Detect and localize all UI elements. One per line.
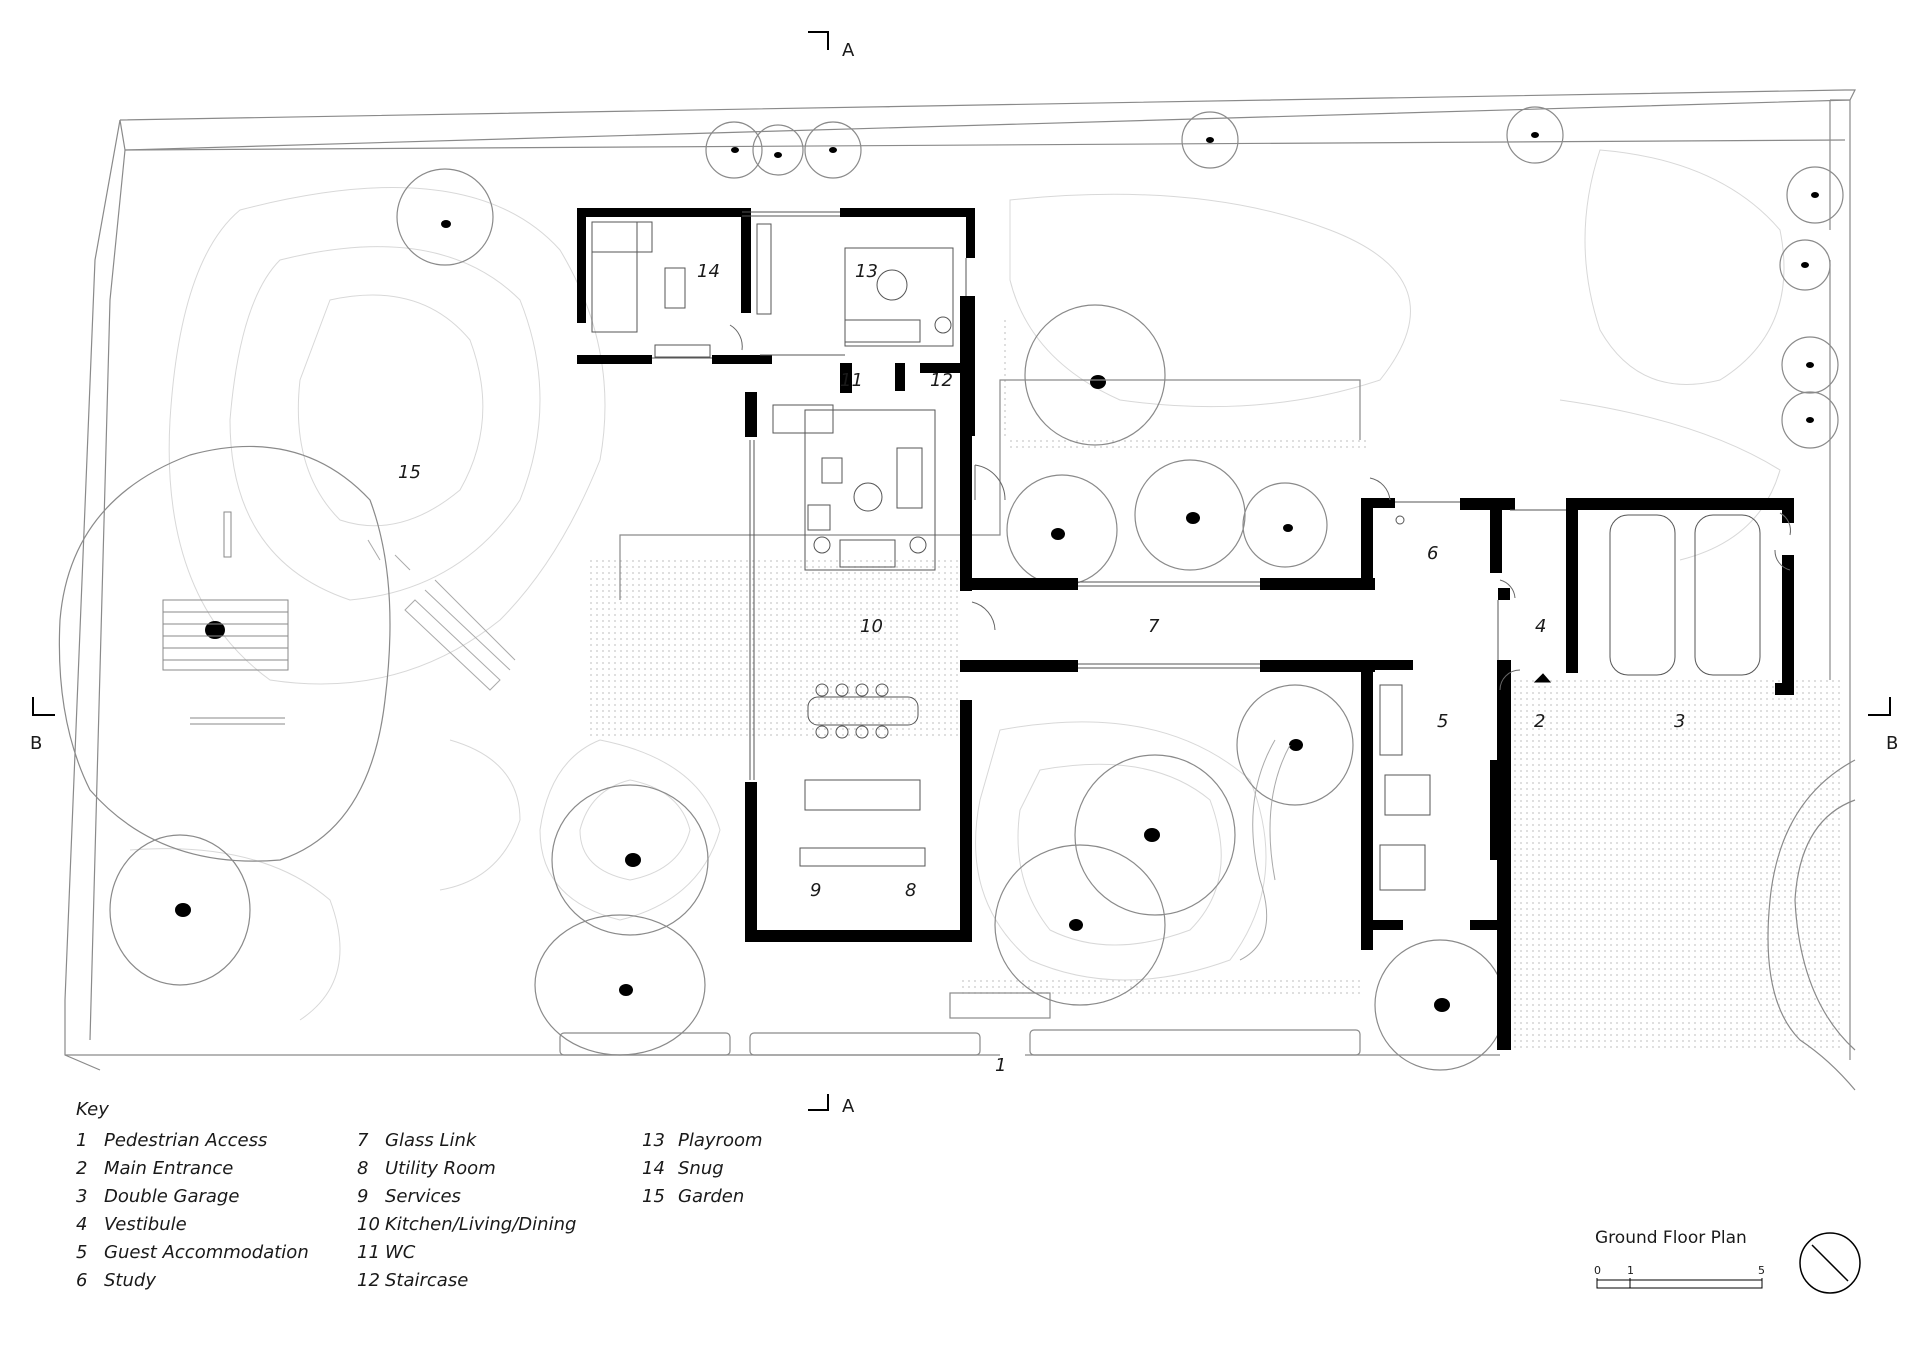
key-item: 9 Services bbox=[357, 1183, 576, 1211]
plan-title: Ground Floor Plan bbox=[1595, 1228, 1747, 1248]
room-label-7: 7 bbox=[1148, 616, 1160, 637]
key-item-label: Services bbox=[385, 1186, 461, 1207]
room-label-8: 8 bbox=[905, 880, 916, 901]
key-item-number: 11 bbox=[357, 1242, 380, 1263]
key-item: 4 Vestibule bbox=[76, 1211, 309, 1239]
section-b-left-label: B bbox=[30, 733, 42, 754]
key-item-label: Double Garage bbox=[104, 1186, 240, 1207]
key-item-number: 4 bbox=[76, 1214, 88, 1235]
key-item-number: 1 bbox=[76, 1130, 88, 1151]
garden-deck bbox=[162, 511, 289, 725]
scale-tick-0: 0 bbox=[1594, 1264, 1601, 1277]
room-label-4: 4 bbox=[1535, 616, 1546, 637]
key-item-label: Guest Accommodation bbox=[104, 1242, 309, 1263]
key-item: 7 Glass Link bbox=[357, 1127, 576, 1155]
key-item-number: 7 bbox=[357, 1130, 369, 1151]
glazing bbox=[652, 211, 1566, 780]
paving bbox=[590, 320, 1840, 1050]
scale-tick-1: 1 bbox=[1627, 1264, 1634, 1277]
key-item: 5 Guest Accommodation bbox=[76, 1239, 309, 1267]
key-item-label: Garden bbox=[678, 1186, 745, 1207]
room-labels: 1 2 3 4 5 6 7 8 9 10 11 12 13 14 15 bbox=[398, 261, 1685, 1076]
room-label-15: 15 bbox=[398, 462, 421, 483]
trees bbox=[109, 106, 1844, 1071]
scale-bar bbox=[1596, 1278, 1763, 1289]
key-item-number: 5 bbox=[76, 1242, 88, 1263]
room-label-11: 11 bbox=[840, 370, 863, 391]
section-a-bottom-label: A bbox=[842, 1096, 855, 1117]
key-column-1: 1 Pedestrian Access 2 Main Entrance 3 Doubl… bbox=[76, 1127, 309, 1295]
north-arrow-icon bbox=[1799, 1232, 1861, 1294]
garden-lawn bbox=[58, 445, 391, 862]
entrance-arrow-icon bbox=[1533, 673, 1552, 683]
key-title: Key bbox=[76, 1099, 109, 1120]
key-item-label: Study bbox=[104, 1270, 156, 1291]
key-item: 6 Study bbox=[76, 1267, 309, 1295]
key-item-label: WC bbox=[385, 1242, 416, 1263]
key-item: 2 Main Entrance bbox=[76, 1155, 309, 1183]
garden-walls bbox=[559, 379, 1361, 1056]
key-item: 13 Playroom bbox=[642, 1127, 763, 1155]
key-item-label: Vestibule bbox=[104, 1214, 187, 1235]
room-label-10: 10 bbox=[860, 616, 883, 637]
building-walls bbox=[577, 208, 1794, 1050]
scale-tick-5: 5 bbox=[1758, 1264, 1765, 1277]
key-item-number: 6 bbox=[76, 1270, 88, 1291]
key-item-number: 8 bbox=[357, 1158, 369, 1179]
key-column-3: 13 Playroom 14 Snug 15 Garden bbox=[642, 1127, 763, 1211]
key-item-number: 9 bbox=[357, 1186, 369, 1207]
key-item-number: 12 bbox=[357, 1270, 380, 1291]
key-item-label: Playroom bbox=[678, 1130, 763, 1151]
room-label-13: 13 bbox=[855, 261, 878, 282]
contour-lines bbox=[129, 149, 1785, 1021]
garden-steps bbox=[367, 539, 1291, 961]
key-item-number: 3 bbox=[76, 1186, 88, 1207]
key-item-number: 14 bbox=[642, 1158, 665, 1179]
furniture bbox=[591, 221, 1761, 891]
key-item-label: Snug bbox=[678, 1158, 724, 1179]
key-item-label: Glass Link bbox=[385, 1130, 477, 1151]
section-markers bbox=[32, 31, 1891, 1111]
key-item-label: Staircase bbox=[385, 1270, 469, 1291]
key-item: 3 Double Garage bbox=[76, 1183, 309, 1211]
key-item-label: Kitchen/Living/Dining bbox=[385, 1214, 577, 1235]
key-item-label: Pedestrian Access bbox=[104, 1130, 268, 1151]
section-a-top-label: A bbox=[842, 40, 855, 61]
key-item-number: 2 bbox=[76, 1158, 88, 1179]
driveway bbox=[1767, 759, 1856, 1091]
room-label-5: 5 bbox=[1437, 711, 1448, 732]
key-item-number: 10 bbox=[357, 1214, 380, 1235]
room-label-2: 2 bbox=[1534, 711, 1545, 732]
key-item: 15 Garden bbox=[642, 1183, 763, 1211]
key-item-label: Main Entrance bbox=[104, 1158, 234, 1179]
room-label-1: 1 bbox=[995, 1055, 1006, 1076]
key-item: 8 Utility Room bbox=[357, 1155, 576, 1183]
room-label-12: 12 bbox=[930, 370, 953, 391]
key-item-label: Utility Room bbox=[385, 1158, 496, 1179]
key-item: 1 Pedestrian Access bbox=[76, 1127, 309, 1155]
key-item: 14 Snug bbox=[642, 1155, 763, 1183]
room-label-3: 3 bbox=[1674, 711, 1685, 732]
room-label-14: 14 bbox=[697, 261, 720, 282]
key-item-number: 13 bbox=[642, 1130, 665, 1151]
section-b-right-label: B bbox=[1886, 733, 1898, 754]
room-label-6: 6 bbox=[1427, 543, 1438, 564]
room-label-9: 9 bbox=[810, 880, 821, 901]
key-item-number: 15 bbox=[642, 1186, 665, 1207]
door-swings bbox=[729, 324, 1791, 691]
